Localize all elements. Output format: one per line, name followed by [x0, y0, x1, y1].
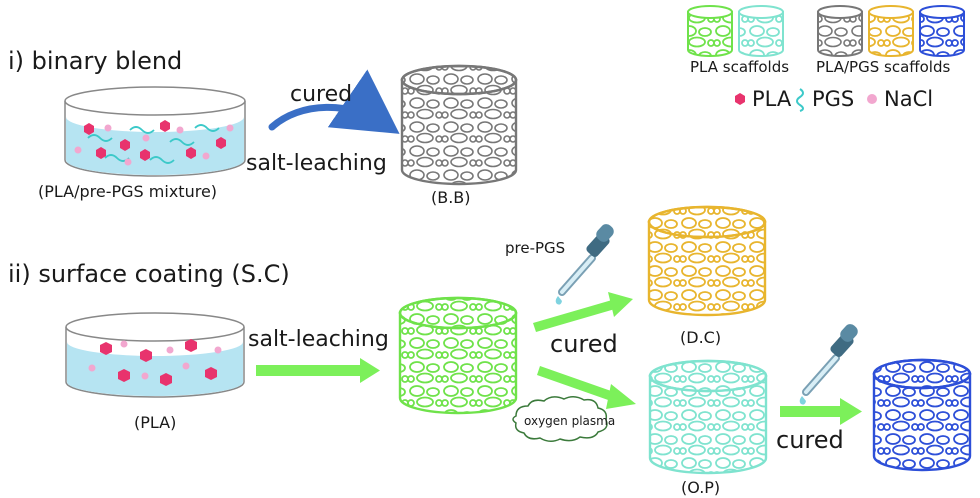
legend-pla-pgs-scaffolds: PLA/PGS scaffolds [816, 58, 950, 76]
pgs-strands [87, 124, 220, 164]
section-title-surface-coating: ii) surface coating (S.C) [8, 260, 290, 288]
dish-pla-pregs-mixture [64, 86, 246, 177]
label-salt-leaching-bottom: salt-leaching [248, 327, 389, 352]
legend-pla: PLA [752, 87, 792, 111]
dropper-icon-2 [799, 324, 858, 405]
scaffold-dc [647, 205, 767, 317]
label-pla-pregs-mixture: (PLA∕pre-PGS mixture) [38, 182, 217, 201]
legend-nacl: NaCl [884, 87, 933, 111]
arrow-to-final [780, 398, 862, 425]
label-op: (O.P) [681, 478, 720, 497]
scaffold-op [648, 359, 768, 475]
legend-pla-icon [735, 93, 745, 105]
scaffold-bb [400, 64, 518, 186]
legend-scaffold-gray [817, 5, 863, 57]
oxygen-plasma-cloud [512, 396, 608, 442]
pla-particles-dish2 [100, 339, 217, 386]
label-cured-final: cured [776, 426, 844, 454]
dropper-icon [555, 224, 614, 305]
legend-scaffold-yellow [868, 5, 914, 57]
arrow-to-dc [533, 292, 633, 332]
legend-scaffold-green [687, 5, 733, 57]
nacl-particles [74, 124, 234, 166]
scaffold-pla-green [398, 296, 518, 415]
legend-pgs-icon [796, 88, 804, 112]
curved-arrow [268, 69, 400, 134]
legend-nacl-icon [867, 94, 877, 104]
legend-pla-scaffolds: PLA scaffolds [690, 58, 789, 76]
legend-scaffold-cyan [738, 5, 784, 57]
legend-pgs: PGS [812, 87, 854, 111]
label-cured-top: cured [290, 82, 352, 107]
legend-scaffold-blue [919, 5, 965, 57]
label-cured-dc: cured [550, 330, 618, 358]
arrow-salt-leaching [256, 358, 380, 383]
label-dc: (D.C) [680, 328, 721, 347]
dish-pla [65, 312, 245, 398]
arrow-to-op [537, 366, 636, 409]
nacl-particles-dish2 [88, 340, 222, 380]
section-title-binary-blend: i) binary blend [8, 47, 182, 75]
pla-particles [84, 120, 226, 161]
label-bb: (B.B) [431, 188, 471, 207]
scaffold-final-blue [872, 358, 972, 472]
label-salt-leaching-top: salt-leaching [246, 151, 387, 176]
legend: PLA scaffolds PLA/PGS scaffolds PLA PGS … [687, 5, 965, 112]
label-oxygen-plasma: oxygen plasma [524, 414, 615, 428]
label-pre-pgs: pre-PGS [505, 239, 565, 257]
label-pla-dish: (PLA) [134, 413, 176, 432]
